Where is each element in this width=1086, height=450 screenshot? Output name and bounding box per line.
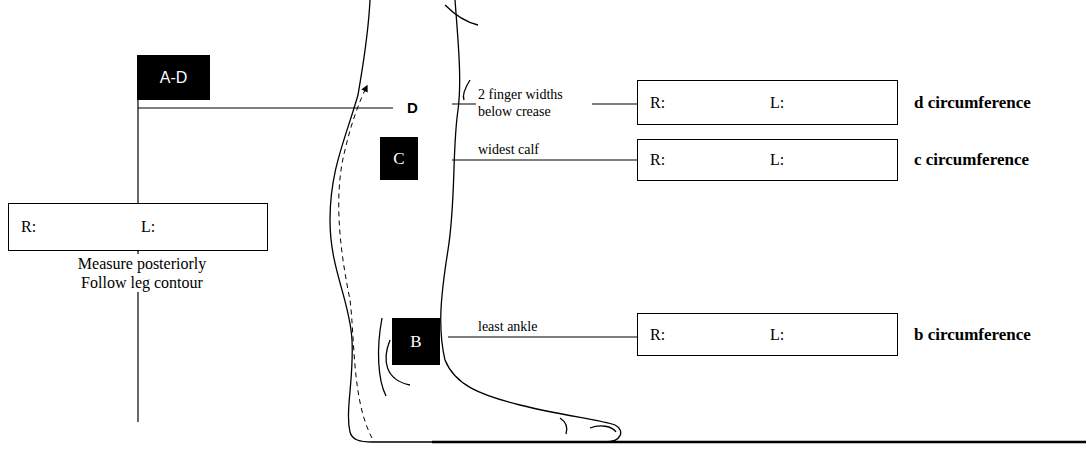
site-note: widest calf bbox=[476, 142, 541, 159]
instruction-note: Measure posteriorly Follow leg contour bbox=[60, 254, 224, 292]
point-marker: B bbox=[392, 318, 440, 365]
ground-line bbox=[432, 441, 1086, 444]
side-field: L: bbox=[141, 218, 155, 236]
measure-box: R:L:d circumference bbox=[637, 80, 898, 125]
side-field: R: bbox=[650, 94, 665, 112]
label-box: A-D bbox=[137, 55, 210, 100]
box-heading: d circumference bbox=[914, 93, 1031, 113]
point-marker: C bbox=[380, 137, 418, 180]
point-letter: D bbox=[405, 99, 420, 117]
box-heading: b circumference bbox=[914, 325, 1031, 345]
side-field: L: bbox=[770, 151, 784, 169]
measure-box: R:L:b circumference bbox=[637, 313, 898, 356]
side-field: L: bbox=[770, 326, 784, 344]
site-note: least ankle bbox=[476, 319, 539, 336]
side-field: R: bbox=[650, 326, 665, 344]
measure-box: R: L: bbox=[8, 203, 268, 251]
marker-text: A-D bbox=[160, 69, 188, 87]
side-field: L: bbox=[770, 94, 784, 112]
marker-text: C bbox=[393, 149, 404, 169]
connector bbox=[137, 100, 138, 203]
measure-path bbox=[339, 86, 372, 438]
box-heading: c circumference bbox=[914, 150, 1029, 170]
site-note: 2 finger widths below crease bbox=[476, 87, 592, 121]
marker-text: B bbox=[410, 332, 421, 352]
side-field: R: bbox=[650, 151, 665, 169]
leg-outline bbox=[330, 0, 621, 442]
side-field: R: bbox=[21, 218, 36, 236]
measure-box: R:L:c circumference bbox=[637, 139, 898, 181]
